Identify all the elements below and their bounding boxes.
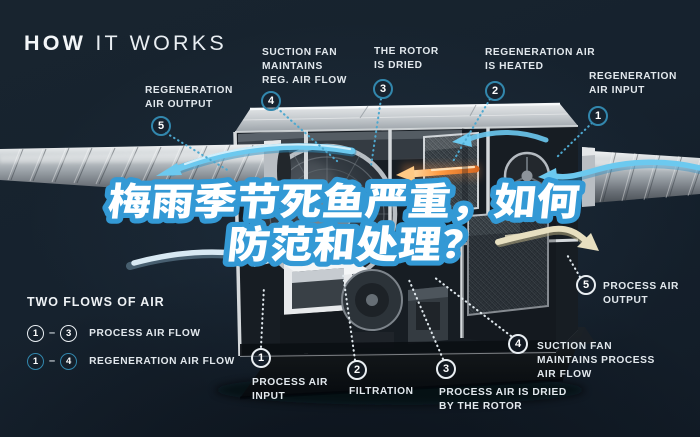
badge-number: 1 (257, 352, 265, 364)
legend-label: PROCESS AIR FLOW (89, 327, 201, 339)
process-step-badge: 2 (347, 360, 367, 380)
badge-number: 2 (353, 364, 361, 376)
callout-label: PROCESS AIR INPUT (252, 377, 328, 402)
regeneration-step-badge: 5 (151, 116, 171, 136)
legend-dash: – (49, 355, 56, 367)
callout-line-process (259, 284, 266, 349)
airflow-swooshes (126, 130, 700, 270)
legend-row-process: 1 – 3 PROCESS AIR FLOW (27, 324, 235, 342)
badge-number: 3 (442, 363, 450, 375)
heater-element (396, 164, 480, 182)
badge-number: 5 (157, 120, 165, 132)
callout-label: PROCESS AIR OUTPUT (603, 281, 679, 306)
callout-label: PROCESS AIR IS DRIED BY THE ROTOR (439, 387, 567, 412)
badge-number: 3 (379, 83, 387, 95)
legend-dash: – (49, 327, 56, 339)
fan-motor (408, 286, 448, 344)
badge-number: 2 (491, 85, 499, 97)
page-title-bold: HOW (24, 31, 87, 55)
regeneration-step-badge: 2 (485, 81, 505, 101)
regeneration-step-badge: 3 (373, 79, 393, 99)
right-duct (582, 147, 700, 207)
badge-number: 5 (582, 279, 590, 291)
callout-line-process (432, 275, 513, 338)
callout-line-regeneration (275, 106, 339, 163)
legend-label: REGENERATION AIR FLOW (89, 355, 235, 367)
legend-row-regeneration: 1 – 4 REGENERATION AIR FLOW (27, 352, 235, 370)
callout-line-regeneration (164, 131, 231, 173)
callout-label: SUCTION FAN MAINTAINS REG. AIR FLOW (262, 47, 347, 86)
legend-circle-to: 3 (60, 324, 78, 342)
legend-heading: TWO FLOWS OF AIR (27, 295, 165, 309)
regeneration-output-swoosh (156, 143, 357, 177)
callout-line-regeneration (450, 97, 492, 165)
callout-label: REGENERATION AIR OUTPUT (145, 85, 233, 110)
callout-label: REGENERATION AIR IS HEATED (485, 47, 596, 72)
process-step-badge: 1 (251, 348, 271, 368)
callout-line-process (564, 251, 582, 279)
page-title: HOW IT WORKS (24, 31, 227, 56)
callout-line-process (341, 272, 357, 362)
legend-circle-to: 4 (60, 352, 78, 370)
badge-number: 1 (594, 110, 602, 122)
process-step-badge: 5 (576, 275, 596, 295)
legend-circle-from: 1 (27, 324, 44, 342)
callout-line-regeneration (554, 121, 594, 160)
page-title-light: IT WORKS (95, 31, 227, 55)
callout-line-regeneration (369, 97, 383, 168)
cabinet-top-panel (235, 104, 578, 132)
callout-lines (164, 97, 594, 362)
badge-number: 4 (267, 95, 275, 107)
cabinet-bottom-band (240, 340, 556, 356)
callout-label: SUCTION FAN MAINTAINS PROCESS AIR FLOW (537, 341, 655, 380)
regeneration-step-badge: 1 (588, 106, 608, 126)
callout-label: REGENERATION AIR INPUT (589, 71, 677, 96)
process-step-badge: 3 (436, 359, 456, 379)
heated-air-swoosh (452, 130, 549, 147)
legend-circle-from: 1 (27, 352, 44, 370)
process-step-badge: 4 (508, 334, 528, 354)
callout-label: THE ROTOR IS DRIED (374, 46, 439, 71)
callout-label: FILTRATION (349, 386, 414, 397)
regeneration-step-badge: 4 (261, 91, 281, 111)
badge-number: 4 (514, 338, 522, 350)
process-output-swoosh (495, 225, 599, 251)
airflow-legend: TWO FLOWS OF AIR 1 – 3 PROCESS AIR FLOW … (27, 295, 235, 380)
callout-line-process (407, 278, 445, 361)
